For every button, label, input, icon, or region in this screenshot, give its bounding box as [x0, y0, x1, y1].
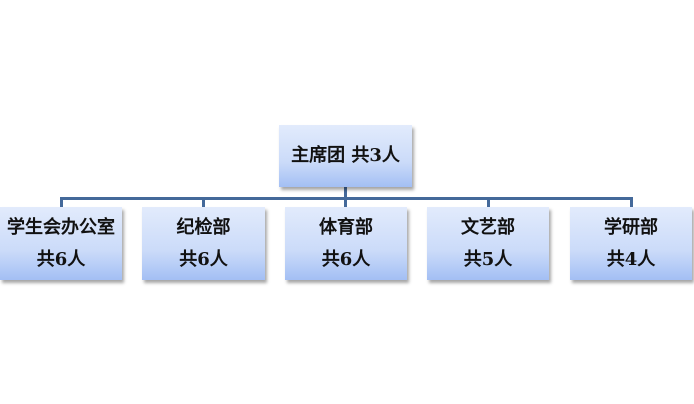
node-name: 学生会办公室: [7, 216, 115, 238]
node-name: 纪检部: [176, 216, 231, 238]
node-count: 共5人: [463, 248, 513, 270]
node-name: 文艺部: [461, 216, 515, 238]
node-count: 共4人: [606, 248, 656, 270]
node-count: 共6人: [36, 248, 86, 270]
org-node-sports: 体育部 共6人: [285, 207, 407, 280]
org-node-study: 学研部 共4人: [570, 207, 692, 280]
node-name: 学研部: [604, 216, 658, 238]
node-name: 体育部: [319, 216, 373, 238]
org-node-root: 主席团 共3人: [279, 125, 412, 187]
connector-drop-2: [202, 197, 205, 207]
node-count: 共6人: [179, 248, 228, 270]
org-node-office: 学生会办公室 共6人: [0, 207, 122, 280]
org-node-arts: 文艺部 共5人: [427, 207, 549, 280]
connector-drop-3: [344, 197, 347, 207]
connector-root-down: [344, 187, 347, 199]
connector-drop-1: [60, 197, 63, 207]
connector-drop-5: [630, 197, 633, 207]
org-node-discipline: 纪检部 共6人: [142, 207, 265, 280]
node-count: 共6人: [321, 248, 371, 270]
connector-drop-4: [487, 197, 490, 207]
node-name: 主席团: [291, 145, 346, 166]
node-count: 共3人: [351, 145, 400, 166]
